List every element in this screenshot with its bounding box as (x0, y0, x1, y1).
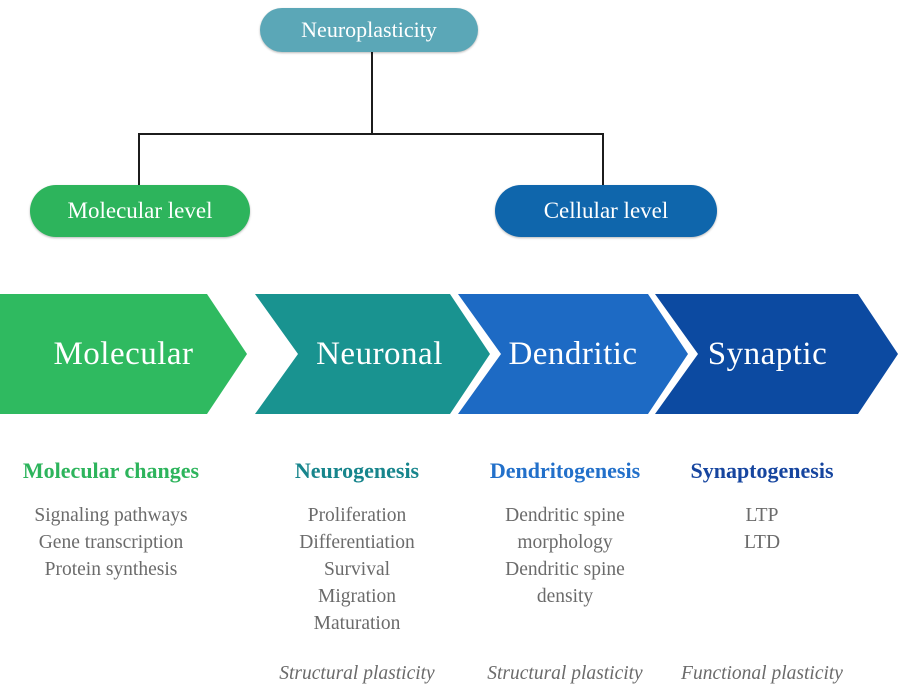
list-item: Dendritic spine morphology (505, 505, 625, 553)
list-item: Gene transcription (38, 532, 184, 553)
stage-arrow-molecular: Molecular (0, 294, 247, 414)
stage-column-dendritic: Dendritogenesis Dendritic spine morpholo… (462, 458, 668, 610)
node-neuroplasticity-label: Neuroplasticity (301, 17, 437, 42)
list-item: Proliferation (307, 505, 407, 526)
connector-horizontal (138, 133, 604, 135)
stage-arrow-neuronal-label: Neuronal (316, 335, 443, 372)
stage-arrow-banner: Molecular Neuronal Dendritic Synaptic (0, 294, 898, 414)
column-heading-dendritogenesis: Dendritogenesis (489, 458, 641, 483)
stage-arrow-molecular-label: Molecular (53, 335, 194, 372)
list-item: Protein synthesis (44, 559, 178, 580)
node-molecular-level-label: Molecular level (67, 198, 213, 223)
list-item: LTP (745, 505, 779, 526)
stage-column-neuronal: Neurogenesis Proliferation Differentiati… (257, 458, 457, 637)
list-item: Differentiation (299, 532, 415, 553)
stage-arrow-synaptic-label: Synaptic (707, 335, 828, 372)
list-item: LTD (743, 532, 781, 553)
stage-column-synaptic: Synaptogenesis LTP LTD (662, 458, 862, 556)
stage-arrow-neuronal: Neuronal (255, 294, 490, 414)
stage-arrow-dendritic: Dendritic (458, 294, 688, 414)
node-cellular-level: Cellular level (495, 185, 717, 237)
list-item: Survival (323, 559, 391, 580)
footnote-synaptic: Functional plasticity (681, 663, 843, 684)
node-neuroplasticity: Neuroplasticity (260, 8, 478, 52)
node-molecular-level: Molecular level (30, 185, 250, 237)
column-heading-synaptogenesis: Synaptogenesis (690, 458, 834, 483)
footnote-neuronal: Structural plasticity (279, 663, 435, 684)
list-item: Dendritic spine density (505, 559, 625, 607)
connector-root-drop (371, 52, 373, 134)
stage-arrow-dendritic-label: Dendritic (508, 335, 638, 372)
column-heading-neurogenesis: Neurogenesis (294, 458, 420, 483)
connector-right-drop (602, 133, 604, 185)
footnote-dendritic: Structural plasticity (487, 663, 643, 684)
list-item: Signaling pathways (34, 505, 188, 526)
connector-left-drop (138, 133, 140, 185)
list-item: Migration (318, 586, 396, 607)
list-item: Maturation (313, 613, 401, 634)
stage-column-molecular: Molecular changes Signaling pathways Gen… (5, 458, 217, 583)
column-heading-molecular-changes: Molecular changes (22, 458, 200, 483)
node-cellular-level-label: Cellular level (543, 198, 669, 223)
stage-arrow-synaptic: Synaptic (655, 294, 898, 414)
